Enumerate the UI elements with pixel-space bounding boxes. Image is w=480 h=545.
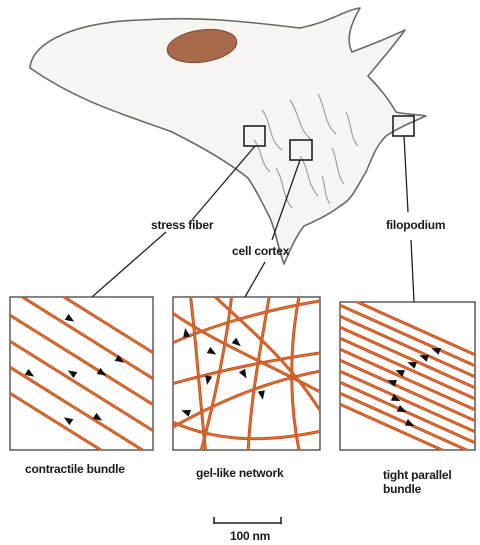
cell-cortex-label: cell cortex <box>232 244 289 258</box>
filopodium-label: filopodium <box>386 218 445 232</box>
panel-frame-gel <box>173 297 320 450</box>
gel-like-network-caption: gel-like network <box>196 466 284 480</box>
scale-bar-label: 100 nm <box>230 529 270 543</box>
scale-bar <box>214 517 281 524</box>
tight-parallel-caption-line2: bundle <box>383 482 421 496</box>
contractile-bundle-caption: contractile bundle <box>25 462 125 476</box>
tight-parallel-caption-line1: tight parallel <box>383 468 452 482</box>
tight-parallel-bundle-caption: tight parallel bundle <box>383 468 452 496</box>
stress-fiber-label: stress fiber <box>151 218 213 232</box>
